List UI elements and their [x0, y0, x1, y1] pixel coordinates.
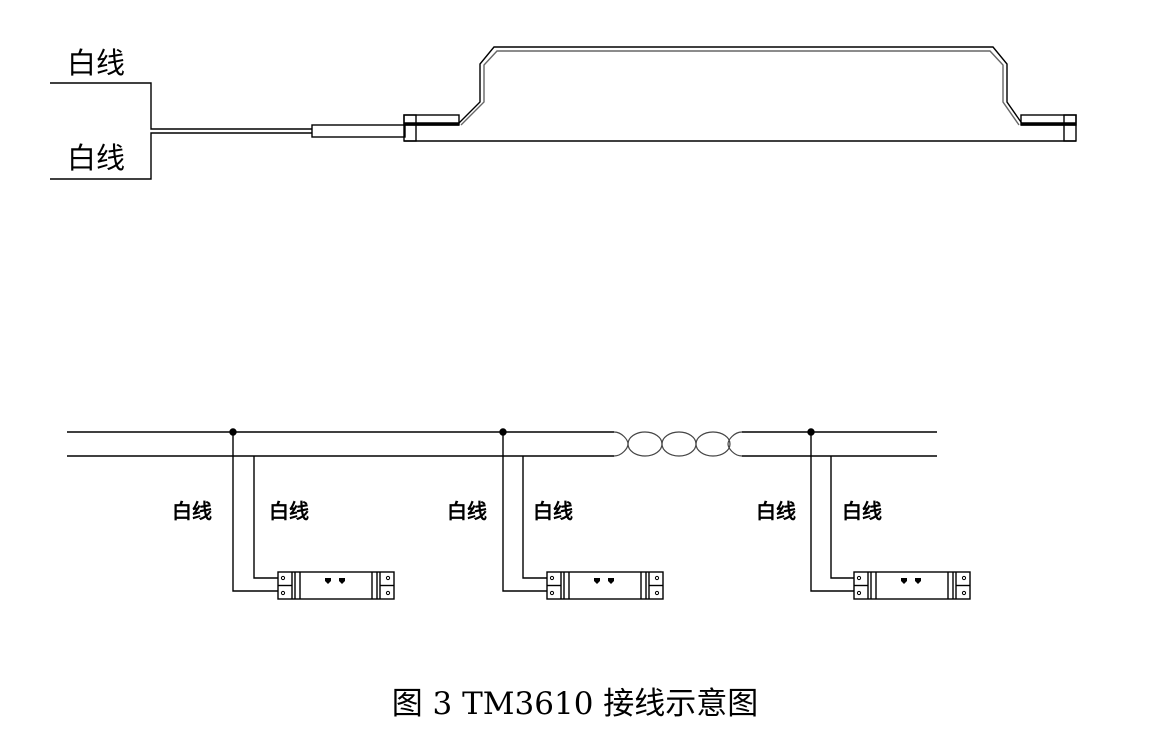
- device-box: [546, 571, 664, 600]
- wire-label-bottom: 白线: [67, 141, 125, 175]
- device-box: [853, 571, 971, 600]
- tap-3: 白线 白线: [756, 428, 971, 600]
- tap-1: 白线 白线: [172, 428, 395, 600]
- figure-caption: 图 3 TM3610 接线示意图: [392, 686, 759, 722]
- tap-2: 白线 白线: [447, 428, 664, 600]
- tap-3-label-left: 白线: [756, 499, 796, 523]
- wire-label-top: 白线: [67, 46, 125, 80]
- lead-wire-top: [50, 82, 312, 130]
- tube-housing: [403, 46, 1077, 142]
- tap-1-label-left: 白线: [172, 499, 212, 523]
- twisted-pair-section: [613, 431, 743, 457]
- bottom-diagram: 白线 白线 白线 白线: [67, 428, 971, 600]
- cable-sleeve: [311, 124, 406, 138]
- tap-1-label-right: 白线: [269, 499, 309, 523]
- top-diagram: 白线 白线: [50, 46, 1077, 180]
- tap-3-label-right: 白线: [842, 499, 882, 523]
- tap-2-label-right: 白线: [533, 499, 573, 523]
- tap-2-label-left: 白线: [447, 499, 487, 523]
- lead-wire-bottom: [50, 132, 312, 180]
- device-box: [277, 571, 395, 600]
